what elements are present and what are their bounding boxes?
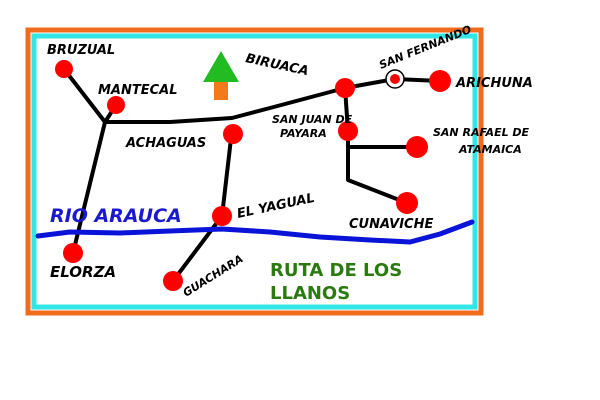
town-marker-arichuna bbox=[429, 70, 451, 92]
town-marker-cunaviche bbox=[396, 192, 418, 214]
road-main-biruaca bbox=[103, 86, 347, 124]
label-bruzual: BRUZUAL bbox=[47, 43, 115, 58]
north-arrow-icon bbox=[203, 51, 239, 100]
label-san-rafael-line2: ATAMAICA bbox=[458, 143, 522, 156]
river-label: RIO ARAUCA bbox=[50, 205, 182, 227]
town-marker-sanfernando bbox=[390, 74, 400, 84]
route-title-line1: RUTA DE LOS bbox=[270, 260, 402, 281]
inner-border bbox=[31, 33, 478, 310]
town-marker-biruaca bbox=[335, 78, 355, 98]
outer-border bbox=[25, 27, 484, 316]
label-mantecal: MANTECAL bbox=[98, 83, 178, 98]
town-marker-sanrafael bbox=[406, 136, 428, 158]
label-el-yagual: EL YAGUAL bbox=[236, 191, 316, 222]
label-arichuna: ARICHUNA bbox=[455, 76, 533, 91]
road-achaguas-guachara bbox=[171, 128, 234, 283]
town-marker-achaguas bbox=[223, 124, 243, 144]
town-markers bbox=[55, 60, 451, 291]
label-san-rafael-line1: SAN RAFAEL DE bbox=[433, 126, 530, 139]
town-marker-sanjuan bbox=[338, 121, 358, 141]
label-elorza: ELORZA bbox=[50, 263, 116, 281]
label-achaguas: ACHAGUAS bbox=[125, 136, 206, 151]
town-marker-guachara bbox=[163, 271, 183, 291]
label-san-juan-line2: PAYARA bbox=[280, 127, 327, 140]
label-cunaviche: CUNAVICHE bbox=[349, 217, 433, 232]
road-sanjuan-cunaviche bbox=[346, 145, 409, 205]
town-marker-mantecal bbox=[107, 96, 125, 114]
label-san-juan-line1: SAN JUAN DE bbox=[272, 113, 353, 126]
route-title-line2: LLANOS bbox=[270, 283, 350, 304]
label-biruaca: BIRUACA bbox=[244, 51, 310, 79]
river-line bbox=[35, 219, 475, 245]
town-marker-elorza bbox=[63, 243, 83, 263]
town-marker-bruzual bbox=[55, 60, 73, 78]
town-marker-elyagual bbox=[212, 206, 232, 226]
